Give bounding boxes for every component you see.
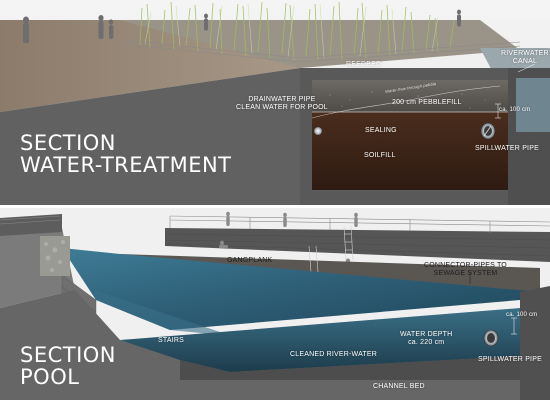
spillwater-pipe-top [480, 122, 496, 140]
label-drainwater-line2: CLEAN WATER FOR POOL [236, 104, 328, 112]
canal-leader [517, 63, 536, 73]
soil-layer [312, 112, 508, 190]
label-ca-100-top: ca. 100 cm [499, 107, 531, 113]
label-connector-pipes: CONNECTOR-PIPES TO SEWAGE SYSTEM [424, 262, 507, 278]
label-cleaned-river-water: CLEANED RIVER-WATER [290, 351, 378, 358]
pool-ladder [308, 225, 354, 273]
back-wall [165, 228, 550, 262]
label-riverwater-canal: RIVERWATER CANAL [501, 50, 549, 66]
drain-pipe [314, 127, 322, 135]
pool-right-wall [520, 286, 550, 400]
people-silhouettes-top [23, 9, 461, 43]
top-railing [119, 39, 521, 63]
label-water-depth-line1: WATER DEPTH [400, 331, 453, 338]
section-divider [0, 205, 550, 208]
title-pool-line1: SECTION [20, 343, 117, 367]
stone-wall-texture [44, 240, 65, 272]
pebble-layer [312, 80, 508, 112]
label-riverwater-canal-line2: CANAL [512, 58, 538, 66]
label-water-depth-line2: ca. 220 cm [408, 339, 445, 347]
pool-water-surface [62, 248, 540, 330]
flow-curve [311, 85, 501, 119]
label-drainwater-pipe: DRAINWATER PIPE CLEAN WATER FOR POOL [236, 96, 328, 112]
pool-water-highlight [94, 290, 232, 336]
label-connector-line1: CONNECTOR-PIPES TO [424, 262, 507, 269]
label-gangplank: GANGPLANK [227, 257, 273, 264]
title-water-treatment: SECTION WATER-TREATMENT [20, 132, 232, 176]
label-riverwater-canal-line1: RIVERWATER [501, 50, 549, 57]
left-terrace-wall [0, 214, 62, 236]
pebble-texture [329, 87, 486, 109]
title-pool: SECTION POOL [20, 344, 116, 388]
label-spillwater-pipe-bottom: SPILLWATER PIPE [478, 356, 542, 363]
title-water-treatment-line1: SECTION [20, 131, 117, 155]
label-drainwater-line1: DRAINWATER PIPE [248, 96, 316, 103]
spillwater-pipe-bottom [483, 329, 499, 347]
label-stairs: STAIRS [158, 337, 184, 344]
label-soilfill: SOILFILL [364, 152, 396, 159]
label-pebblefill: 200 cm PEBBLEFILL [392, 99, 462, 106]
back-wall-blocks [164, 233, 550, 257]
pool-water-section [120, 308, 520, 372]
left-railing [0, 215, 61, 225]
section-concrete-left [0, 68, 300, 205]
stone-wall [40, 236, 70, 276]
reeds-light [144, 3, 439, 59]
label-sealing: SEALING [365, 127, 397, 134]
channel-bed [180, 356, 540, 380]
canal-water-section [516, 78, 550, 132]
title-water-treatment-line2: WATER-TREATMENT [20, 153, 232, 178]
label-channel-bed: CHANNEL BED [373, 383, 425, 390]
reedbed-surface [120, 20, 520, 68]
label-connector-line2: SEWAGE SYSTEM [433, 270, 498, 278]
label-spillwater-pipe-top: SPILLWATER PIPE [475, 145, 539, 152]
label-reedbed: REEDBED [346, 61, 382, 68]
title-pool-line2: POOL [20, 365, 80, 390]
label-ca-100-bottom: ca. 100 cm [506, 312, 538, 318]
back-railing [169, 215, 550, 233]
dimension-100-top [495, 103, 501, 119]
label-water-depth: WATER DEPTH ca. 220 cm [400, 331, 452, 347]
dimension-100-bottom [511, 317, 517, 335]
